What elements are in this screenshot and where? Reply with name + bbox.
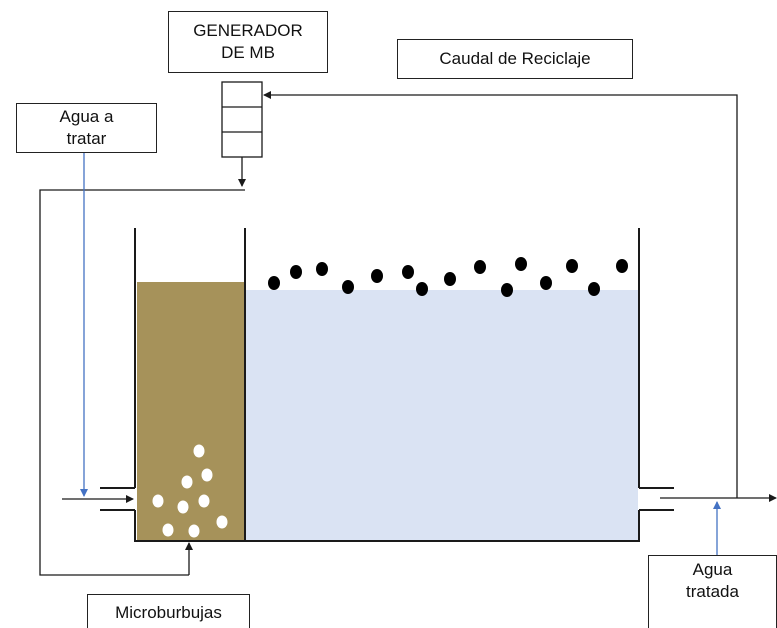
water-out-line2: tratada [686,582,739,601]
microbubble [193,444,205,458]
outlet-nozzle [639,487,674,511]
microbubbles [152,444,228,538]
microbubble [162,523,174,537]
tank-walls [134,228,640,542]
particle [616,259,628,273]
microbubble [177,500,189,514]
microbubbles-text: Microburbujas [115,602,222,622]
generator-label: GENERADOR DE MB [168,11,328,73]
generator-label-line2: DE MB [221,43,275,62]
floated-particles [268,257,628,297]
microbubbles-label: Microburbujas [87,594,250,628]
generator-label-line1: GENERADOR [193,21,303,40]
water-out-label: Agua tratada [648,555,777,628]
particle [402,265,414,279]
particle [342,280,354,294]
microbubble [216,515,228,529]
particle [474,260,486,274]
microbubble [152,494,164,508]
particle [416,282,428,296]
particle [566,259,578,273]
water-in-line1: Agua a [59,107,114,126]
recycle-line [263,91,738,498]
particle [588,282,600,296]
water-out-line1: Agua [692,560,733,579]
particle [371,269,383,283]
particle [290,265,302,279]
particle [515,257,527,271]
microbubble [188,524,200,538]
particle [540,276,552,290]
microbubble [198,494,210,508]
particle [501,283,513,297]
microbubble [201,468,213,482]
recycle-flow-text: Caudal de Reciclaje [439,49,591,68]
water-in-line2: tratar [66,129,107,148]
inlet-nozzle [100,487,135,511]
feed-pipe [39,189,245,576]
particle [316,262,328,276]
mb-generator [221,81,263,158]
particle [444,272,456,286]
water-in-label: Agua a tratar [16,103,157,153]
recycle-flow-label: Caudal de Reciclaje [397,39,633,79]
microbubble [181,475,193,489]
particle [268,276,280,290]
water-zone [246,290,638,541]
